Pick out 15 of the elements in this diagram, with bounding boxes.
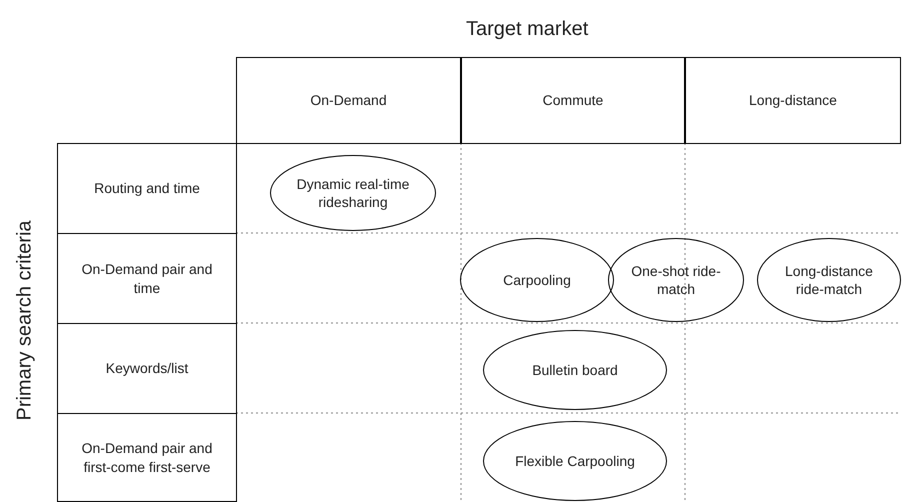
ellipse-node: Bulletin board: [483, 330, 667, 410]
table-cell: On-Demand: [236, 57, 461, 144]
axis-title: Target market: [466, 18, 588, 41]
ellipse-node: Flexible Carpooling: [483, 421, 667, 501]
table-cell: Routing and time: [57, 143, 237, 234]
table-cell: Keywords/list: [57, 323, 237, 414]
axis-title: Primary search criteria: [14, 220, 37, 420]
ellipse-node: Long-distance ride-match: [757, 238, 901, 322]
ellipse-node: Carpooling: [460, 238, 614, 322]
table-cell: On-Demand pair and time: [57, 233, 237, 324]
ellipse-node: Dynamic real-time ridesharing: [270, 155, 436, 231]
table-cell: Commute: [461, 57, 685, 144]
ellipse-node: One-shot ride-match: [608, 238, 744, 322]
table-cell: On-Demand pair and first-come first-serve: [57, 413, 237, 502]
table-cell: Long-distance: [685, 57, 901, 144]
